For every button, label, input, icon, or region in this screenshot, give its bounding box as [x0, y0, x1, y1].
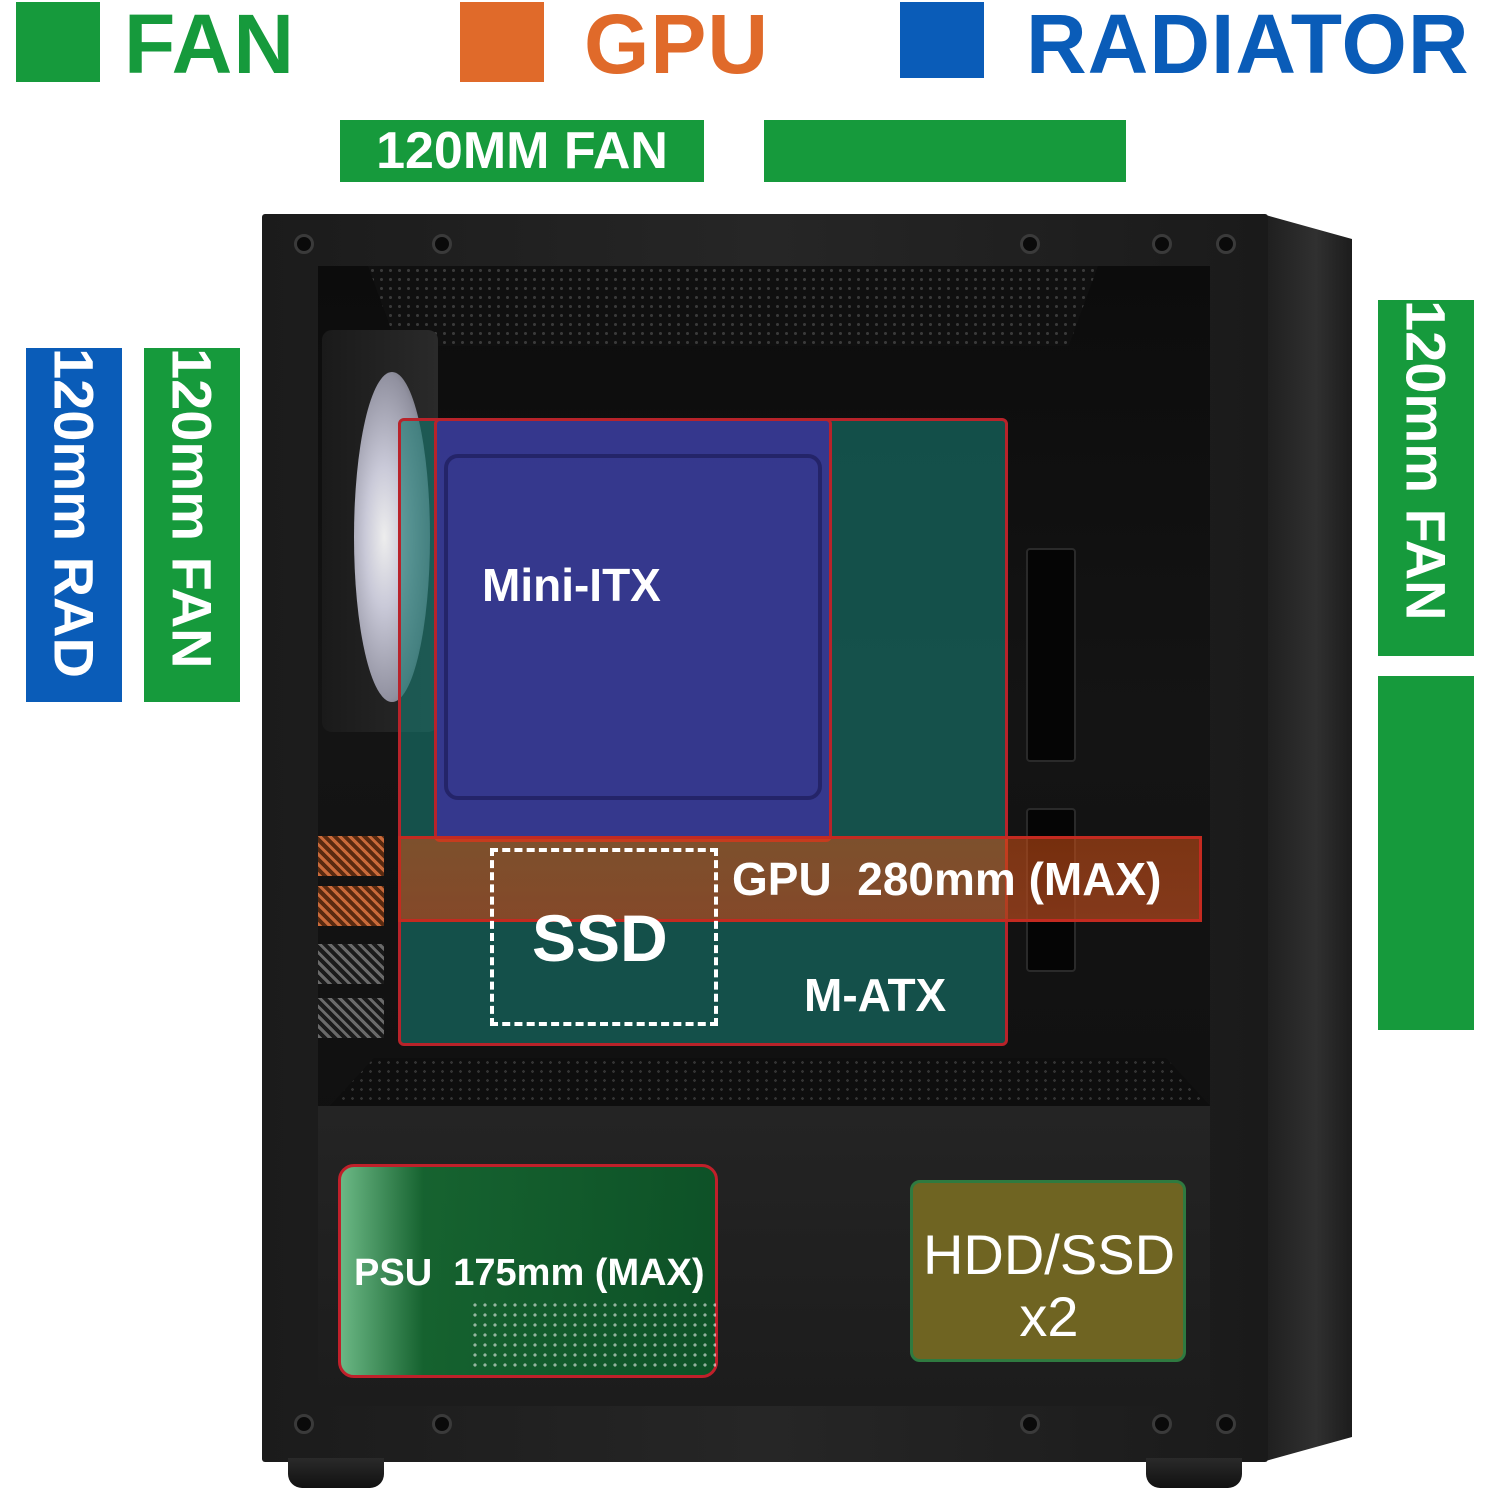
case-foot [288, 1458, 384, 1488]
hdd-ssd-count: x2 [1019, 1285, 1079, 1348]
bottom-vent-mesh [330, 1058, 1210, 1106]
m-atx-label: M-ATX [804, 969, 947, 1021]
top-rear-fan-bar [764, 120, 1126, 182]
legend-radiator-label: RADIATOR [1026, 0, 1470, 91]
screw-icon [432, 1414, 452, 1434]
screw-icon [1216, 234, 1236, 254]
screw-icon [1152, 1414, 1172, 1434]
gpu-length-label: GPU 280mm (MAX) [732, 853, 1162, 905]
rear-radiator-label: 120mm RAD [42, 348, 106, 678]
screw-icon [1216, 1414, 1236, 1434]
rear-fan-label: 120mm FAN [160, 348, 224, 669]
screw-icon [432, 234, 452, 254]
legend-fan-label: FAN [124, 0, 295, 91]
expansion-slot [318, 836, 384, 876]
hdd-ssd-zone [910, 1180, 1186, 1362]
rear-radiator-bar: 120mm RAD [26, 348, 122, 702]
screw-icon [1020, 234, 1040, 254]
legend-radiator-swatch [900, 2, 984, 78]
expansion-slot [318, 944, 384, 984]
case-front-panel [1262, 214, 1352, 1462]
psu-length-label: PSU 175mm (MAX) [354, 1252, 705, 1294]
expansion-slot [318, 998, 384, 1038]
screw-icon [1020, 1414, 1040, 1434]
case-foot [1146, 1458, 1242, 1488]
mini-itx-outline [444, 454, 822, 800]
ssd-mount-zone [490, 848, 718, 1026]
hdd-ssd-label: HDD/SSD [922, 1223, 1176, 1286]
front-fan-upper-bar: 120mm FAN [1378, 300, 1474, 656]
rear-fan-bar: 120mm FAN [144, 348, 240, 702]
screw-icon [1152, 234, 1172, 254]
top-vent-mesh [368, 266, 1098, 346]
top-front-fan-bar: 120MM FAN [340, 120, 704, 182]
psu-vent-mesh [470, 1300, 716, 1372]
ssd-label: SSD [532, 901, 668, 975]
screw-icon [294, 1414, 314, 1434]
front-fan-upper-label: 120mm FAN [1394, 300, 1458, 621]
expansion-slot [318, 886, 384, 926]
legend-gpu-swatch [460, 2, 544, 82]
legend-fan-swatch [16, 2, 100, 82]
top-front-fan-label: 120MM FAN [376, 122, 668, 180]
front-fan-lower-bar [1378, 676, 1474, 1030]
cable-grommet [1026, 548, 1076, 762]
screw-icon [294, 234, 314, 254]
legend-gpu-label: GPU [584, 0, 770, 91]
mini-itx-label: Mini-ITX [482, 559, 661, 611]
mini-itx-zone [434, 418, 832, 842]
